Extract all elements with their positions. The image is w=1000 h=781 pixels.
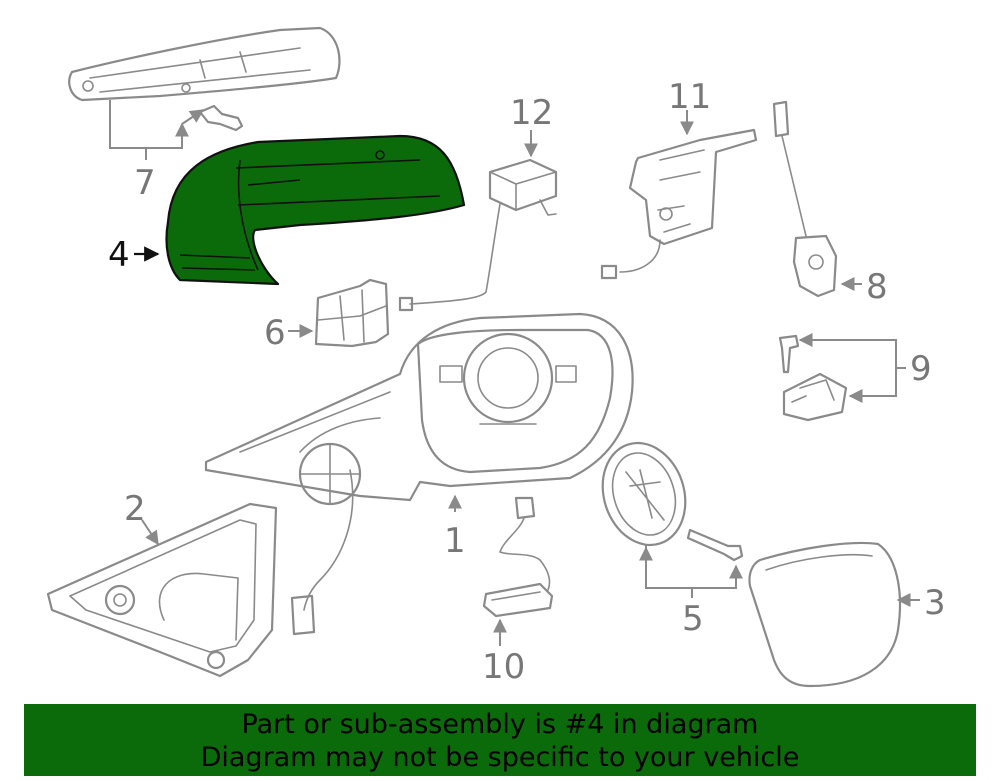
callout-5: 5 <box>682 599 704 639</box>
clip-9-part[interactable] <box>778 334 848 422</box>
motor-6-part[interactable] <box>314 278 390 348</box>
callout-11: 11 <box>668 77 711 117</box>
callout-5-leader <box>639 544 743 598</box>
part-info-banner: Part or sub-assembly is #4 in diagram Di… <box>24 704 976 776</box>
banner-line-2: Diagram may not be specific to your vehi… <box>200 742 800 773</box>
trim-2-part[interactable] <box>46 502 278 678</box>
glass-holder-5-part[interactable] <box>590 432 744 562</box>
callout-12: 12 <box>510 93 553 133</box>
callout-10: 10 <box>482 647 525 687</box>
callout-1: 1 <box>444 521 466 561</box>
mirror-cover-part[interactable] <box>165 134 466 286</box>
callout-9-leader <box>798 333 906 403</box>
sensor-8-part[interactable] <box>772 100 838 298</box>
turn-signal-lamp-part[interactable] <box>68 26 341 132</box>
callout-6: 6 <box>264 313 286 353</box>
banner-line-1: Part or sub-assembly is #4 in diagram <box>241 709 759 740</box>
callout-2-leader <box>141 519 159 546</box>
callout-8: 8 <box>866 267 888 307</box>
callout-7: 7 <box>134 163 156 203</box>
control-module-12-part[interactable] <box>398 158 558 312</box>
mirror-housing-1-part[interactable] <box>204 312 634 636</box>
callout-3: 3 <box>924 583 946 623</box>
lamp-10-part[interactable] <box>482 496 554 618</box>
callout-4: 4 <box>108 235 130 275</box>
callout-2: 2 <box>124 489 146 529</box>
mirror-glass-3-part[interactable] <box>748 541 902 688</box>
callout-9: 9 <box>910 349 932 389</box>
callout-7-leader <box>109 100 205 160</box>
bracket-11-part[interactable] <box>600 128 758 280</box>
